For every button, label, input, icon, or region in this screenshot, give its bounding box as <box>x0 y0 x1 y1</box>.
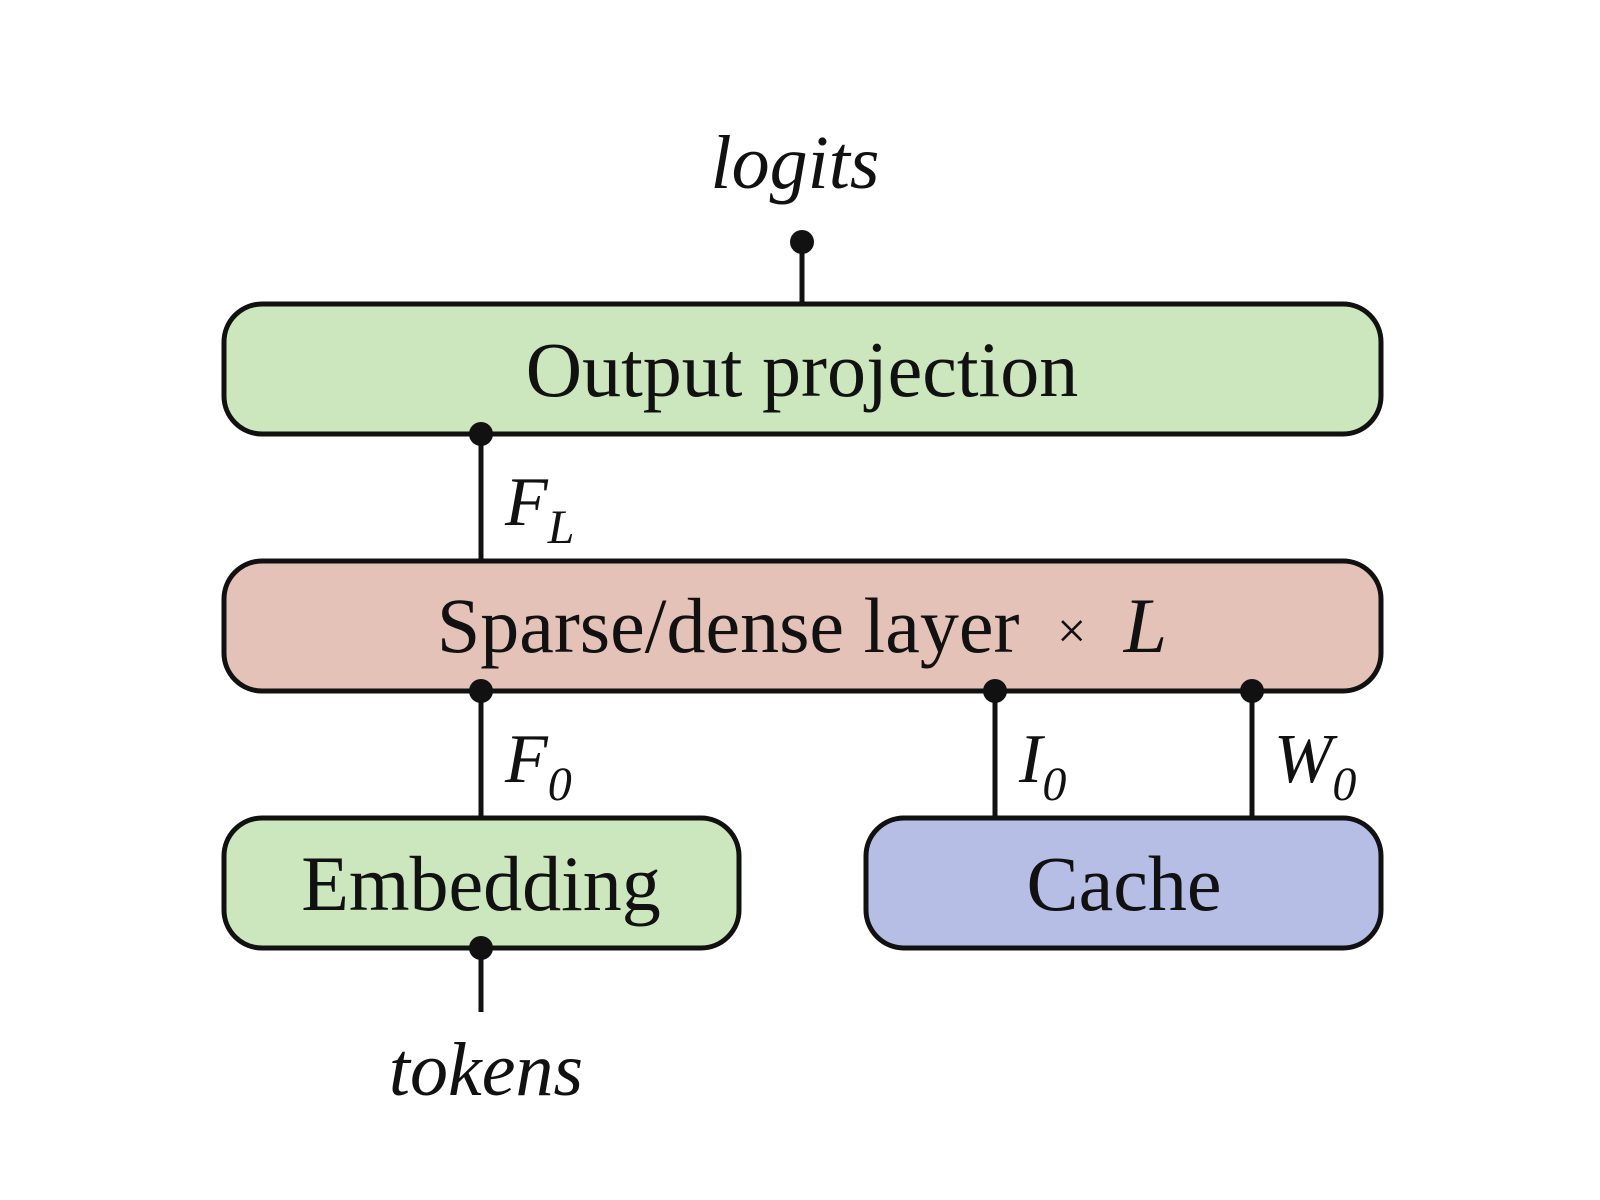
edge-label-i-0-sub: 0 <box>1042 758 1066 811</box>
edge-label-i-0-main: I <box>1018 721 1046 798</box>
edge-label-w-0-sub: 0 <box>1332 758 1356 811</box>
tokens-label: tokens <box>389 1028 583 1112</box>
edge-label-f-0: F0 <box>504 721 572 811</box>
edge-label-f-l-main: F <box>504 464 549 541</box>
sparse-dense-input-dot-f0 <box>469 679 493 703</box>
logits-port-dot <box>790 230 814 254</box>
embedding-label: Embedding <box>301 840 661 927</box>
edge-label-f-l: FL <box>504 464 574 554</box>
output-projection-box <box>221 301 1384 437</box>
output-projection-input-dot <box>469 422 493 446</box>
sparse-dense-layer-box <box>221 558 1384 694</box>
edge-label-f-0-sub: 0 <box>548 758 572 811</box>
sparse-dense-layer-label: Sparse/dense layer × L <box>437 578 1167 669</box>
embedding-input-dot <box>469 936 493 960</box>
edge-label-f-l-sub: L <box>547 501 575 554</box>
logits-label: logits <box>711 121 880 205</box>
cache-box <box>863 815 1384 951</box>
edge-label-w-0: W0 <box>1274 721 1356 811</box>
times-symbol: × <box>1057 603 1086 660</box>
layer-count-symbol: L <box>1123 582 1167 669</box>
edge-label-w-0-main: W <box>1274 721 1338 798</box>
output-projection-label: Output projection <box>526 326 1078 413</box>
edge-label-f-0-main: F <box>504 721 549 798</box>
sparse-dense-input-dot-w0 <box>1240 679 1264 703</box>
sparse-dense-input-dot-i0 <box>983 679 1007 703</box>
edge-label-i-0: I0 <box>1018 721 1066 811</box>
sparse-dense-layer-text: Sparse/dense layer <box>437 582 1020 669</box>
cache-label: Cache <box>1027 840 1222 927</box>
